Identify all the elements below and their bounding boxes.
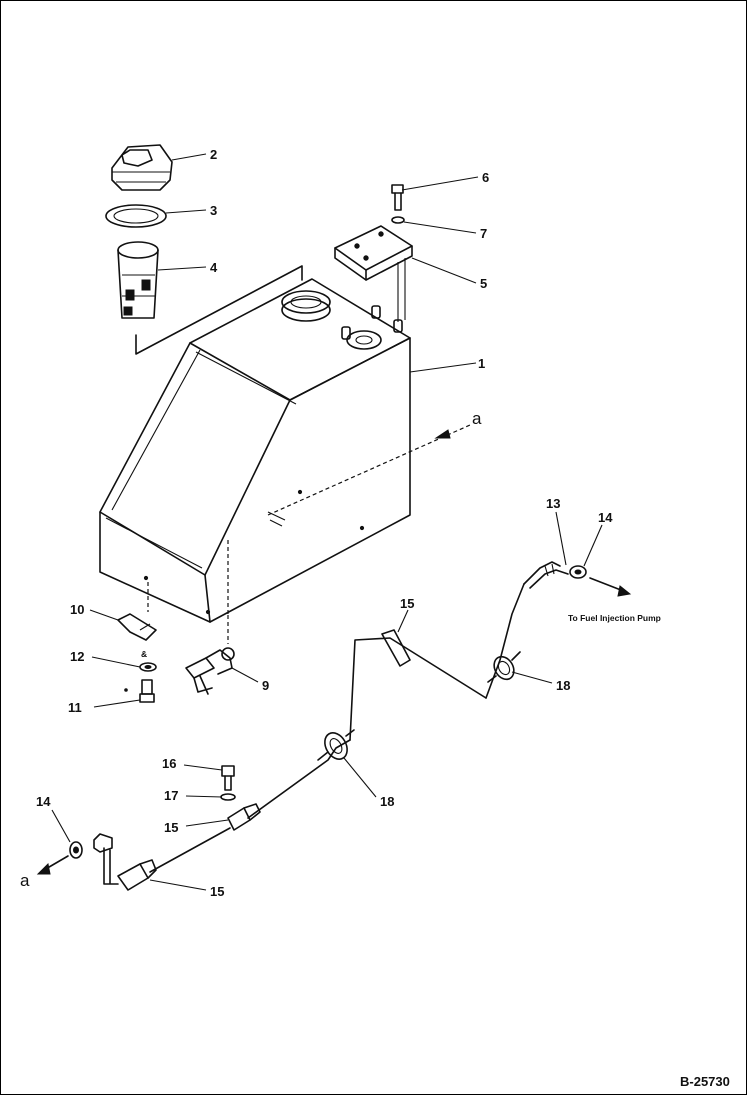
elbow-fitting-9 [185,647,235,695]
callout-15-bottom: 15 [210,884,224,899]
destination-note: To Fuel Injection Pump [568,613,661,623]
gasket-ring [105,204,167,228]
callout-1: 1 [478,356,485,371]
hose-13 [523,561,569,589]
callout-12: 12 [70,649,84,664]
callout-15-low: 15 [164,820,178,835]
bolt-6 [391,184,404,211]
callout-3: 3 [210,203,217,218]
callout-9: 9 [262,678,269,693]
callout-6: 6 [482,170,489,185]
washer-12 [139,662,157,672]
callout-14-left: 14 [36,794,51,809]
clamp-14-left [69,841,83,859]
bracket-10 [117,613,157,641]
callout-2: 2 [210,147,217,162]
callout-7: 7 [480,226,487,241]
strainer-leader [135,265,303,355]
callout-5: 5 [480,276,487,291]
callout-16: 16 [162,756,176,771]
clamp-14-top [569,565,587,579]
inline-filter-18-right [487,651,521,683]
callout-18-mid: 18 [380,794,394,809]
washer-7 [391,216,405,224]
callout-10: 10 [70,602,84,617]
bolt-11 [139,679,155,703]
callout-17: 17 [164,788,178,803]
callout-13: 13 [546,496,560,511]
washer-17 [220,793,236,801]
connection-label-a-end: a [20,871,30,890]
inline-filter-18-mid [317,729,355,761]
connector-15-bottom [117,859,157,891]
connector-15-low [227,803,261,831]
connection-label-a-tank: a [472,409,482,428]
filler-strainer [117,241,159,319]
bolt-16 [221,765,235,791]
callout-14-top: 14 [598,510,613,525]
leader-lines [51,153,603,891]
arrow-to-a [36,862,51,875]
arrow-tank-a [434,429,451,439]
filler-neck [281,290,331,322]
fuel-tank [99,278,471,623]
callout-11: 11 [68,700,82,715]
svg-text:&: & [141,649,147,659]
cover-plate [334,225,413,322]
callout-15-mid: 15 [400,596,414,611]
callout-18-right: 18 [556,678,570,693]
callout-4: 4 [210,260,218,275]
fuel-hose-upper [349,637,487,741]
arrow-to-injection-pump [617,585,632,597]
figure-code: B-25730 [680,1074,730,1089]
filler-cap [111,144,173,191]
elbow-end [93,833,113,853]
